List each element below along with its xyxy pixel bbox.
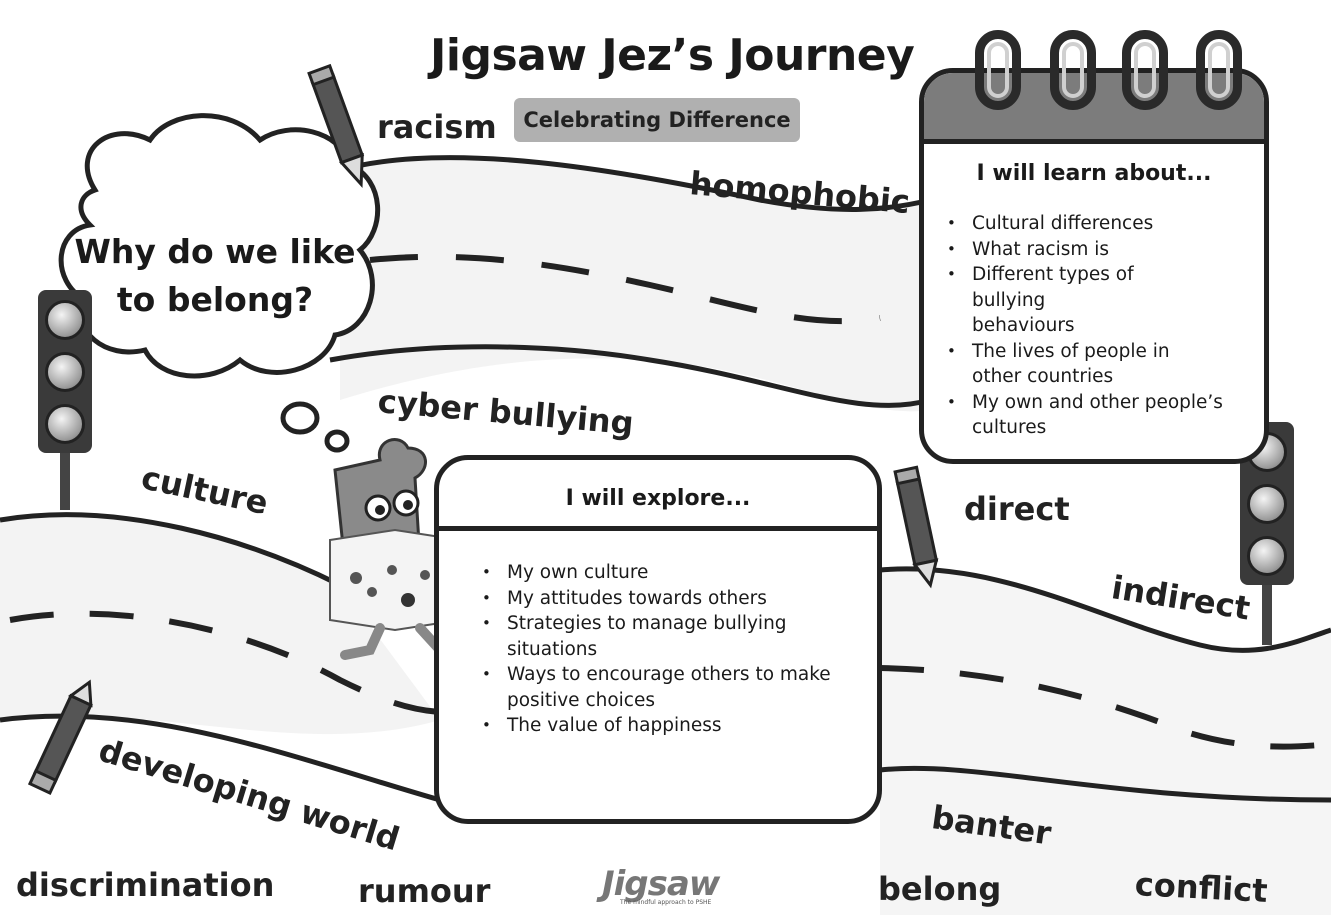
learn-card: I will learn about... Cultural differenc… (919, 68, 1269, 464)
thought-bubble-question: Why do we like to belong? (74, 232, 356, 319)
upper-road-top-edge (339, 155, 931, 212)
list-item: What racism is (944, 237, 1254, 263)
explore-list: My own culture My attitudes towards othe… (479, 560, 849, 739)
page-title: Jigsaw Jez’s Journey (430, 30, 915, 81)
calendar-rings-icon (1196, 30, 1242, 110)
calendar-rings-icon (1050, 30, 1096, 110)
lower-road-centre-line (9, 610, 441, 715)
right-road-shade (880, 568, 1331, 915)
right-road-top-edge (879, 566, 1331, 653)
explore-card-header (439, 460, 877, 531)
lower-road-shade (0, 514, 440, 735)
word-direct: direct (964, 490, 1070, 528)
upper-road-bottom-edge (329, 344, 931, 408)
traffic-light-pole (60, 440, 70, 510)
calendar-rings-icon (975, 30, 1021, 110)
traffic-lamp (45, 300, 85, 340)
word-racism: racism (377, 108, 497, 146)
explore-card: I will explore... My own culture My atti… (434, 455, 882, 824)
traffic-light-icon (38, 290, 92, 453)
pencil-icon (307, 63, 365, 188)
lower-road-top-edge (0, 512, 342, 588)
list-item: My attitudes towards others (479, 586, 849, 612)
traffic-light-pole (1262, 575, 1272, 645)
word-belong: belong (878, 870, 1002, 908)
list-item: The lives of people in other countries (944, 339, 1172, 390)
traffic-lamp (1247, 536, 1287, 576)
traffic-lamp (1247, 484, 1287, 524)
list-item: Ways to encourage others to make positiv… (479, 662, 847, 713)
calendar-rings-icon (1122, 30, 1168, 110)
list-item: Cultural differences (944, 211, 1254, 237)
thought-dot-large (280, 401, 320, 435)
list-item: Different types of bullying behaviours (944, 262, 1152, 339)
list-item: My own and other people’s cultures (944, 390, 1242, 441)
jigsaw-logo-tagline: The mindful approach to PSHE (620, 899, 712, 906)
topic-badge: Celebrating Difference (514, 98, 800, 142)
list-item: Strategies to manage bullying situations (479, 611, 807, 662)
word-conflict: conflict (1134, 865, 1269, 910)
jigsaw-logo: Jigsaw (602, 864, 720, 904)
upper-road-centre-line (369, 253, 881, 325)
pencil-icon (893, 465, 939, 589)
traffic-lamp (45, 352, 85, 392)
thought-dot-small (324, 429, 350, 453)
list-item: My own culture (479, 560, 849, 586)
traffic-lamp (45, 404, 85, 444)
right-road-bottom-edge (879, 765, 1331, 803)
right-road-centre-line (879, 665, 1331, 750)
explore-card-heading: I will explore... (565, 486, 751, 511)
word-discrimination: discrimination (16, 866, 275, 904)
list-item: The value of happiness (479, 713, 849, 739)
pencil-icon (27, 679, 93, 795)
learn-list: Cultural differences What racism is Diff… (944, 211, 1254, 441)
learn-card-heading: I will learn about... (976, 161, 1212, 186)
word-rumour: rumour (358, 872, 491, 910)
